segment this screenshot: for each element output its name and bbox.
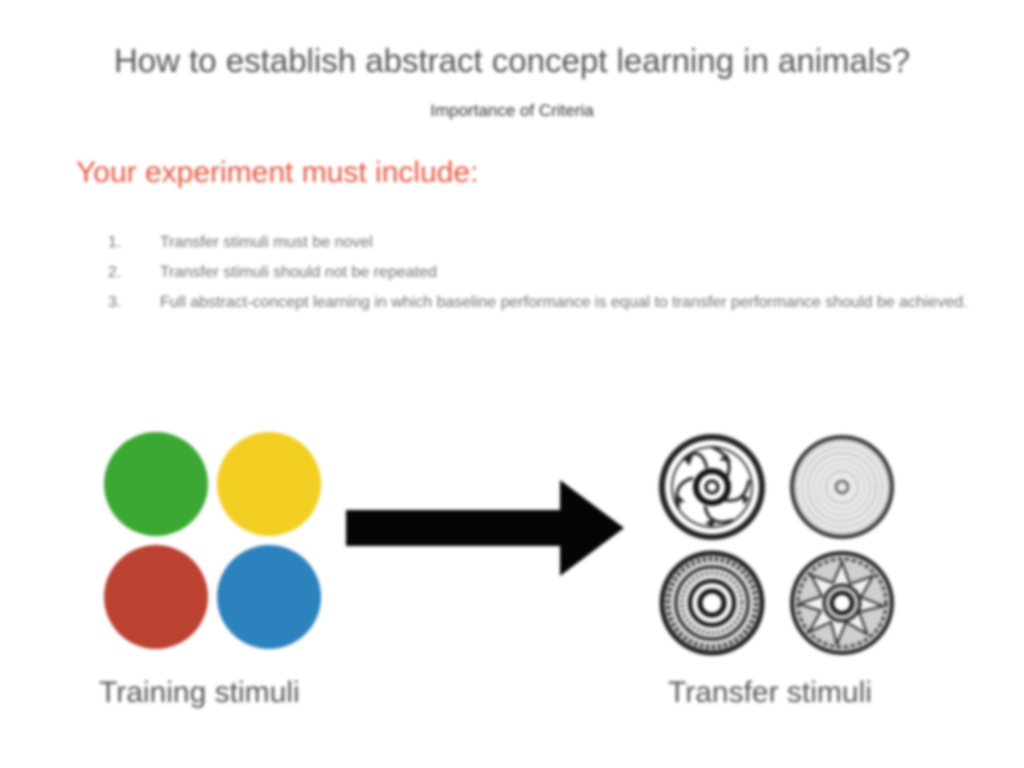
green-circle (104, 432, 208, 536)
right-arrow-icon (346, 480, 624, 576)
ring-wheel-icon (659, 550, 765, 656)
list-number: 1. (108, 234, 122, 251)
list-number: 3. (108, 294, 122, 311)
list-item: 2. Transfer stimuli should not be repeat… (108, 258, 988, 288)
gear-wheel-icon (659, 434, 765, 540)
list-text: Transfer stimuli must be novel (160, 234, 373, 251)
training-stimuli-caption: Training stimuli (99, 676, 300, 709)
list-text: Full abstract-concept learning in which … (160, 294, 968, 311)
list-item: 1. Transfer stimuli must be novel (108, 228, 988, 258)
red-circle (104, 545, 208, 649)
slide-subtitle: Importance of Criteria (430, 101, 594, 120)
yellow-circle (217, 432, 321, 536)
star-wheel-icon (790, 551, 894, 655)
list-text: Transfer stimuli should not be repeated (160, 264, 437, 281)
slide-title: How to establish abstract concept learni… (113, 42, 911, 79)
transfer-stimuli-caption: Transfer stimuli (668, 676, 872, 709)
requirements-heading: Your experiment must include: (76, 156, 479, 189)
radial-disc-icon (790, 435, 894, 539)
list-number: 2. (108, 264, 122, 281)
list-item: 3. Full abstract-concept learning in whi… (108, 288, 988, 318)
criteria-list: 1. Transfer stimuli must be novel 2. Tra… (108, 228, 988, 318)
blue-circle (217, 545, 321, 649)
